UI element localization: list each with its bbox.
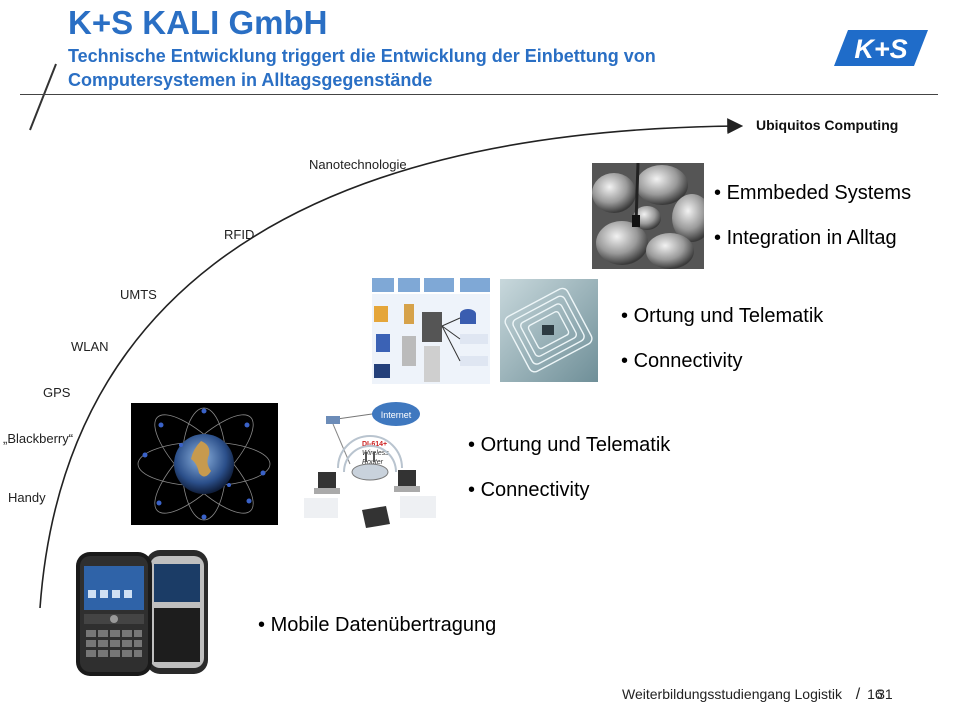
slide-title: K+S KALI GmbH — [68, 4, 328, 41]
footer-page-b: 31 — [877, 686, 893, 702]
router-label-model: DI-614+ — [362, 441, 387, 448]
stage-label-rfid: RFID — [224, 227, 255, 242]
stage-label-blackberry: „Blackberry“ — [3, 431, 74, 446]
stage-label-gps: GPS — [43, 385, 71, 400]
bullet-list-rfid: • Ortung und Telematik • Connectivity — [621, 303, 823, 393]
bullet-text: Ortung und Telematik — [480, 434, 671, 456]
bullet-item: • Ortung und Telematik — [621, 305, 824, 327]
footer-slash: / — [855, 686, 861, 703]
gps-globe-image — [131, 403, 278, 525]
bullet-list-wireless: • Ortung und Telematik • Connectivity — [468, 432, 670, 522]
stage-label-umts: UMTS — [120, 287, 157, 302]
bullet-item: • Mobile Datenübertragung — [258, 614, 497, 636]
footer: Weiterbildungsstudiengang Logistik / 16 … — [622, 686, 900, 704]
footer-page-a: 16 — [867, 686, 883, 702]
bullet-item: • Ortung und Telematik — [468, 434, 671, 456]
logo-text: K+S — [854, 34, 907, 64]
stage-label-wlan: WLAN — [71, 339, 109, 354]
bullet-text: Mobile Datenübertragung — [270, 614, 497, 636]
bullet-item: • Emmbeded Systems — [714, 182, 912, 204]
timeline-end-label: Ubiquitos Computing — [756, 117, 899, 133]
bullet-text: Connectivity — [633, 350, 743, 372]
internet-cloud-label: Internet — [381, 410, 412, 420]
stage-label-handy: Handy — [8, 490, 46, 505]
footer-text: Weiterbildungsstudiengang Logistik — [622, 686, 842, 702]
rfid-tag-image — [500, 279, 598, 382]
bullet-item: • Connectivity — [468, 479, 590, 501]
bullet-text: Ortung und Telematik — [633, 305, 824, 327]
header-slash — [29, 63, 57, 131]
bullet-item: • Connectivity — [621, 350, 743, 372]
nanotech-image — [592, 163, 704, 269]
company-logo: K+S — [834, 30, 928, 66]
bullet-list-embedded: • Emmbeded Systems • Integration in Allt… — [714, 180, 911, 270]
bullet-list-mobile: • Mobile Datenübertragung — [258, 612, 496, 657]
bullet-text: Emmbeded Systems — [726, 182, 912, 204]
rfid-system-diagram-image — [368, 276, 494, 386]
bullet-item: • Integration in Alltag — [714, 227, 897, 249]
header-rule — [20, 94, 938, 95]
footer-page-number: 16 31 — [864, 686, 900, 702]
slide-subtitle: Technische Entwicklung triggert die Entw… — [68, 46, 656, 90]
stage-label-nanotechnologie: Nanotechnologie — [309, 157, 407, 172]
router-label-wireless: Wireless — [362, 450, 389, 457]
wireless-network-image: Internet DI-614+ Wireless Router — [300, 398, 440, 540]
router-label-router: Router — [362, 459, 384, 466]
bullet-text: Integration in Alltag — [726, 227, 897, 249]
bullet-text: Connectivity — [480, 479, 590, 501]
blackberry-phones-image — [74, 546, 212, 678]
